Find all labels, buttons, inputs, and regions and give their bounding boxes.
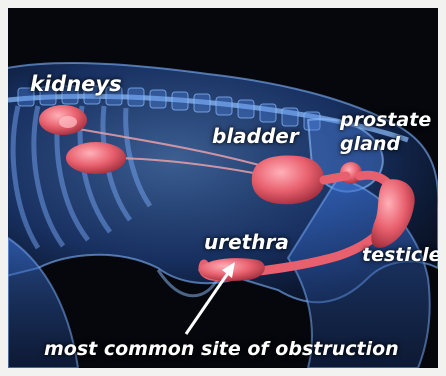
kidney-lower (66, 142, 126, 174)
urethra-label: urethra (204, 230, 289, 254)
testicles-label: testicles (362, 244, 438, 266)
obstruction-site-label: most common site of obstruction (44, 338, 399, 360)
bladder-organ (252, 156, 325, 205)
anatomy-illustration: kidneys bladder prostate gland urethra t… (8, 8, 438, 368)
bladder-label: bladder (212, 124, 299, 148)
xray-dog-body (8, 8, 438, 368)
kidneys-label: kidneys (30, 72, 122, 96)
kidney-upper-inner (59, 116, 77, 128)
prostate-gland-label: prostate gland (340, 108, 420, 156)
